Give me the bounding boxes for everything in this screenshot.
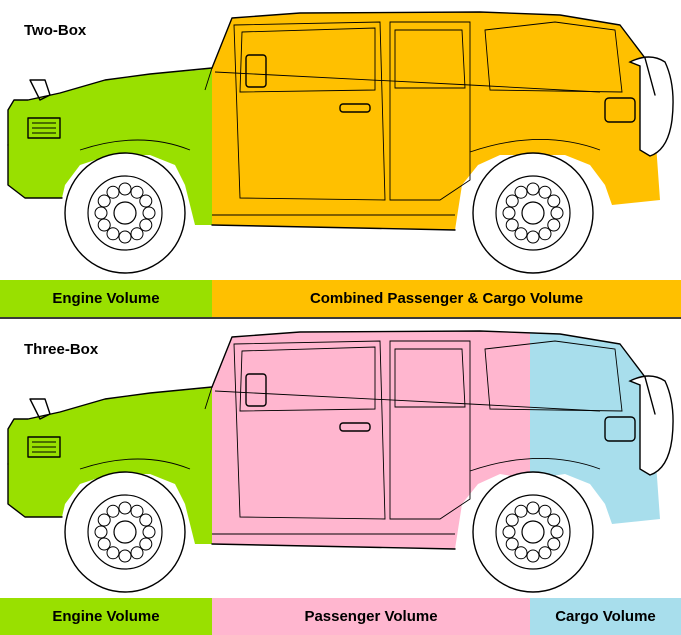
wheel-spoke-hole (514, 504, 528, 518)
wheel-spoke-hole (505, 513, 519, 527)
wheel-spoke-hole (547, 194, 561, 208)
two-box-panel: Two-Box Engine Volume Combined Passenger… (0, 0, 681, 317)
engine-volume-label: Engine Volume (0, 280, 212, 317)
wheel-spoke-hole (142, 206, 156, 220)
three-box-legend: Engine Volume Passenger Volume Cargo Vol… (0, 598, 681, 635)
wheel-spoke-hole (130, 504, 144, 518)
passenger-volume-label: Passenger Volume (212, 598, 530, 635)
engine-volume-region (8, 387, 212, 544)
three-box-title: Three-Box (24, 341, 99, 358)
wheel-spoke-hole (118, 182, 132, 196)
wheel-spoke-hole (550, 525, 564, 539)
wheel-spoke-hole (106, 504, 120, 518)
rear-wheel (472, 471, 594, 593)
three-box-panel: Three-Box Engine Volume Passenger Volume… (0, 319, 681, 635)
wheel-spoke-hole (547, 513, 561, 527)
wheel-spoke-hole (502, 206, 516, 220)
engine-volume-label: Engine Volume (0, 598, 212, 635)
passenger-volume-region (212, 331, 530, 549)
two-box-title: Two-Box (24, 22, 87, 39)
wheel-spoke-hole (505, 537, 519, 551)
wheel-spoke-hole (538, 504, 552, 518)
wheel-spoke-hole (94, 525, 108, 539)
wheel-spoke-hole (547, 218, 561, 232)
wheel-spoke-hole (505, 218, 519, 232)
wheel-spoke-hole (526, 549, 540, 563)
wheel-spoke-hole (538, 227, 552, 241)
wheel-spoke-hole (505, 194, 519, 208)
wheel-spoke-hole (538, 546, 552, 560)
body-outline (7, 11, 656, 231)
wheel-spoke-hole (526, 230, 540, 244)
wheel-spoke-hole (514, 546, 528, 560)
combined-volume-region (212, 12, 660, 230)
wheel-spoke-hole (550, 206, 564, 220)
rear-wheel (472, 152, 594, 274)
panel-divider (0, 317, 681, 319)
wheel-spoke-hole (106, 227, 120, 241)
combined-volume-label: Combined Passenger & Cargo Volume (212, 280, 681, 317)
front-wheel (64, 471, 186, 593)
wheel-spoke-hole (526, 501, 540, 515)
wheel-spoke-hole (130, 546, 144, 560)
engine-volume-region (8, 68, 212, 225)
wheel-spoke-hole (139, 194, 153, 208)
wheel-spoke-hole (547, 537, 561, 551)
two-box-suv-illustration (7, 11, 674, 274)
wheel-spoke-hole (139, 218, 153, 232)
wheel-spoke-hole (118, 549, 132, 563)
wheel-spoke-hole (97, 537, 111, 551)
wheel-spoke-hole (514, 185, 528, 199)
three-box-suv-illustration (7, 330, 674, 593)
wheel-spoke-hole (130, 227, 144, 241)
wheel-spoke-hole (139, 513, 153, 527)
wheel-spoke-hole (502, 525, 516, 539)
two-box-legend: Engine Volume Combined Passenger & Cargo… (0, 280, 681, 317)
wheel-spoke-hole (106, 546, 120, 560)
wheel-spoke-hole (142, 525, 156, 539)
cargo-volume-label: Cargo Volume (530, 598, 681, 635)
wheel-spoke-hole (94, 206, 108, 220)
wheel-spoke-hole (130, 185, 144, 199)
wheel-spoke-hole (538, 185, 552, 199)
wheel-spoke-hole (97, 218, 111, 232)
wheel-spoke-hole (97, 513, 111, 527)
front-wheel (64, 152, 186, 274)
wheel-spoke-hole (97, 194, 111, 208)
wheel-spoke-hole (514, 227, 528, 241)
cargo-volume-region (530, 332, 660, 524)
wheel-spoke-hole (118, 501, 132, 515)
wheel-spoke-hole (118, 230, 132, 244)
spare-tire (628, 375, 674, 476)
body-outline (7, 330, 656, 550)
spare-tire (628, 56, 674, 157)
wheel-spoke-hole (139, 537, 153, 551)
wheel-spoke-hole (526, 182, 540, 196)
wheel-spoke-hole (106, 185, 120, 199)
